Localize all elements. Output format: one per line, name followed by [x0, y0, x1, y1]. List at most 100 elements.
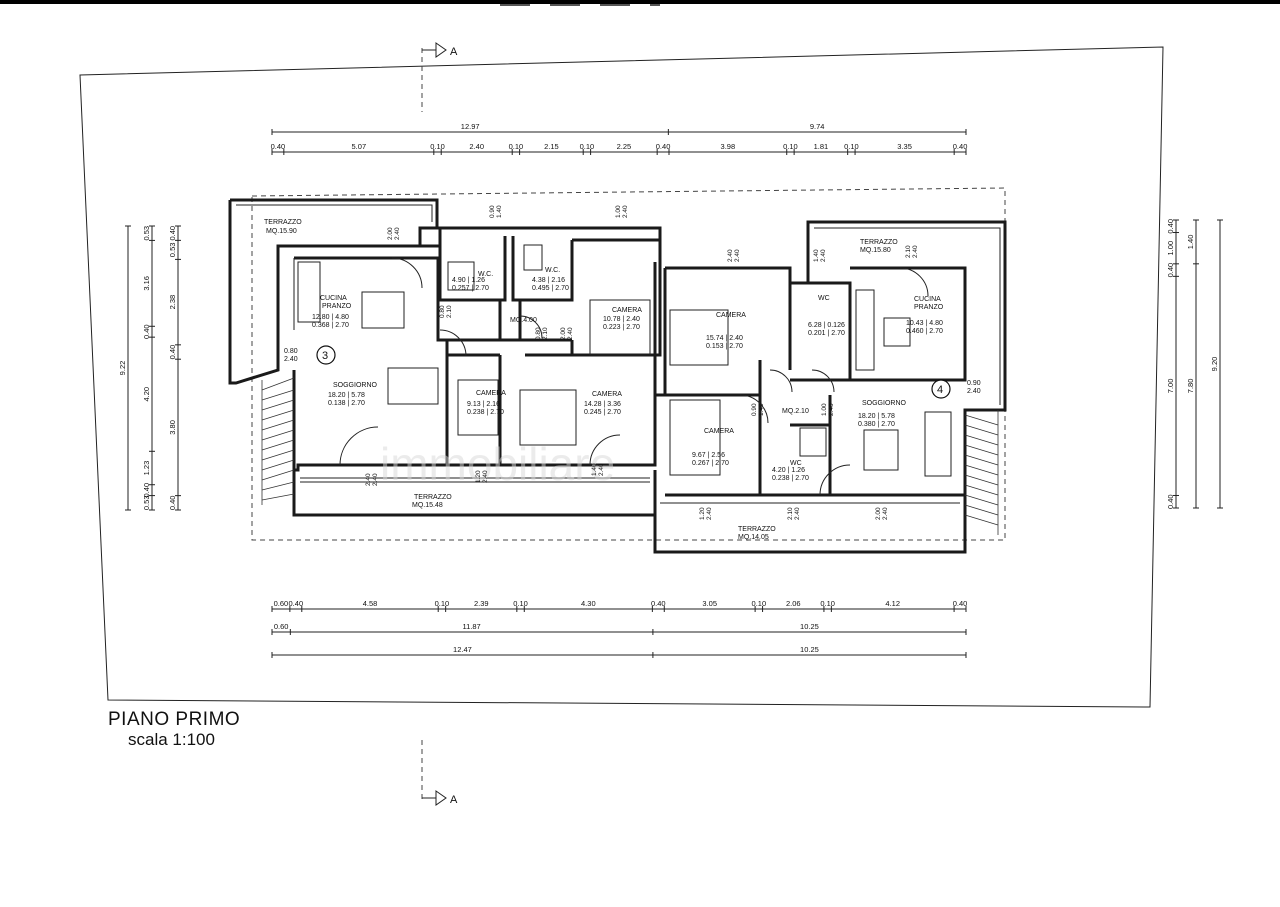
room-dims-wc-3-a: 6.28 | 0.126 — [808, 322, 845, 329]
room-area-terrazzo-1: MQ.15.90 — [266, 228, 297, 235]
opening-size-label: 2.102.40 — [787, 507, 801, 520]
opening-size-label: 2.102.40 — [905, 245, 919, 258]
dimension-value: 9.20 — [1210, 357, 1219, 372]
dimension-value: 4.58 — [363, 599, 378, 608]
dimension-value: 2.06 — [786, 599, 801, 608]
room-dims-camera-2-a: 9.13 | 2.16 — [467, 401, 500, 408]
roof-outline — [251, 187, 1006, 541]
opening-size-label: 0.802.10 — [535, 327, 549, 340]
stairs-east — [964, 410, 999, 535]
opening-size-label: 1.202.40 — [699, 507, 713, 520]
room-area-disimpegno-1: MQ.4.00 — [510, 317, 537, 324]
opening-size-label: 0.901.40 — [489, 205, 503, 218]
dimension-value: 3.80 — [168, 420, 177, 435]
room-dims-cucina-1-a: 12.80 | 4.80 — [312, 314, 349, 321]
section-label-bottom: A — [450, 794, 458, 806]
room-label-terrazzo-2: TERRAZZO — [414, 494, 452, 501]
room-dims-soggiorno-2-b: 0.380 | 2.70 — [858, 421, 895, 428]
dimension-value: 0.10 — [435, 599, 450, 608]
section-marker-top: A — [421, 42, 458, 112]
dimension-value: 0.40 — [142, 483, 151, 498]
dimension-value: 3.98 — [721, 142, 736, 151]
room-area-terrazzo-3: MQ.15.80 — [860, 247, 891, 254]
room-dims-camera-3-a: 14.28 | 3.36 — [584, 401, 621, 408]
door-swings — [339, 257, 929, 496]
room-label-camera-4: CAMERA — [716, 312, 746, 319]
opening-size-label: 2.002.40 — [875, 507, 889, 520]
room-dims-camera-2-b: 0.238 | 2.70 — [467, 409, 504, 416]
dimension-value: 2.25 — [617, 142, 632, 151]
room-dims-cucina-2-a: 10.43 | 4.80 — [906, 320, 943, 327]
opening-size-label: 1.402.40 — [591, 463, 605, 476]
dimension-value: 0.10 — [513, 599, 528, 608]
opening-size-label: 0.802.10 — [439, 305, 453, 318]
site-boundary — [79, 46, 1164, 708]
room-dims-wc-4-b: 0.238 | 2.70 — [772, 475, 809, 482]
dimension-value: 4.20 — [142, 387, 151, 402]
opening-size-label: 0.901.40 — [751, 403, 765, 416]
dimension-value: 0.40 — [651, 599, 666, 608]
dimension-value: 10.25 — [800, 622, 819, 631]
room-dims-camera-4-a: 15.74 | 2.40 — [706, 335, 743, 342]
dimension-value: 2.39 — [474, 599, 489, 608]
room-label-wc-1: W.C. — [478, 271, 493, 278]
dimension-value: 0.40 — [168, 226, 177, 241]
room-dims-camera-3-b: 0.245 | 2.70 — [584, 409, 621, 416]
watermark-text: immobiliare — [380, 438, 615, 490]
room-dims-camera-1-a: 10.78 | 2.40 — [603, 316, 640, 323]
dimension-value: 9.22 — [118, 361, 127, 376]
dimension-value: 2.15 — [544, 142, 559, 151]
dimension-value: 0.40 — [142, 324, 151, 339]
dimension-value: 0.53 — [168, 243, 177, 258]
room-dims-wc-1-a: 4.90 | 1.26 — [452, 277, 485, 284]
dimension-value: 7.00 — [1166, 379, 1175, 394]
room-label-wc-2: W.C. — [545, 267, 560, 274]
dimension-value: 0.10 — [509, 142, 524, 151]
dimension-value: 7.80 — [1186, 379, 1195, 394]
dimension-chain-top-total: 12.97 9.74 — [271, 122, 967, 135]
scan-edge — [0, 0, 1280, 4]
dimension-value: 0.40 — [1166, 263, 1175, 278]
dimension-value: 0.40 — [271, 142, 286, 151]
dimension-value: 9.74 — [810, 122, 825, 131]
dimension-value: 0.53 — [142, 226, 151, 241]
room-dims-camera-1-b: 0.223 | 2.70 — [603, 324, 640, 331]
room-dims-wc-4-a: 4.20 | 1.26 — [772, 467, 805, 474]
dimension-value: 12.97 — [461, 122, 480, 131]
dimension-value: 11.87 — [463, 622, 481, 631]
room-label-wc-4: WC — [790, 460, 802, 467]
dimension-value: 0.10 — [580, 142, 595, 151]
dimension-value: 0.10 — [783, 142, 798, 151]
room-label-soggiorno-1: SOGGIORNO — [333, 382, 378, 389]
dimension-value: 0.40 — [953, 599, 968, 608]
opening-size-label: 1.202.40 — [475, 470, 489, 483]
room-dims-wc-1-b: 0.257 | 2.70 — [452, 285, 489, 292]
dimension-value: 3.16 — [142, 276, 151, 291]
opening-size-label: 2.402.40 — [727, 249, 741, 262]
room-dims-soggiorno-2-a: 18.20 | 5.78 — [858, 413, 895, 420]
room-dims-soggiorno-1-a: 18.20 | 5.78 — [328, 392, 365, 399]
furniture — [297, 244, 952, 477]
section-label-top: A — [450, 46, 458, 58]
east-unit-walls — [653, 220, 1007, 554]
room-label-wc-3: WC — [818, 295, 830, 302]
dimension-value: 2.38 — [168, 295, 177, 310]
dimension-value: 1.40 — [1186, 235, 1195, 250]
room-dims-wc-3-b: 0.201 | 2.70 — [808, 330, 845, 337]
room-dims-soggiorno-1-b: 0.138 | 2.70 — [328, 400, 365, 407]
room-label-camera-3: CAMERA — [592, 391, 622, 398]
opening-size-label: 2.002.40 — [387, 227, 401, 240]
dimension-value: 10.25 — [800, 645, 819, 654]
dimension-value: 1.81 — [814, 142, 829, 151]
drawing-title-block: PIANO PRIMO scala 1:100 — [108, 710, 240, 750]
dimension-value: 0.40 — [656, 142, 671, 151]
dimension-value: 1.23 — [142, 461, 151, 476]
dimension-value: 0.60 — [274, 622, 289, 631]
room-dims-camera-5-a: 9.67 | 2.56 — [692, 452, 725, 459]
